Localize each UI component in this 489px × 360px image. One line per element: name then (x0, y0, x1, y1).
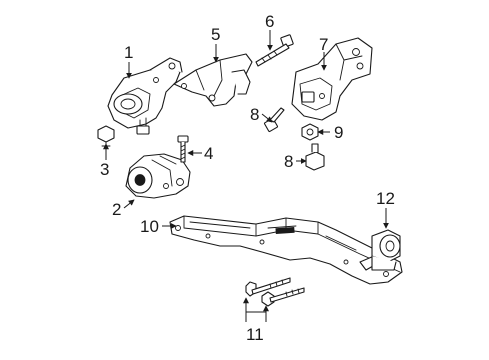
callout-5: 5 (211, 25, 220, 44)
callout-6: 6 (265, 12, 274, 31)
part-8-stud-lower (305, 143, 325, 171)
leader-2 (123, 199, 135, 209)
callout-4: 4 (204, 144, 213, 163)
part-9-nut (301, 123, 319, 141)
callout-1: 1 (124, 43, 133, 62)
leader-8-upper (261, 113, 273, 123)
part-2-transmission-mount (125, 153, 191, 199)
callout-8-lower: 8 (284, 152, 293, 171)
callout-10: 10 (140, 217, 159, 236)
part-7-engine-mount (291, 37, 373, 121)
leader-lines (103, 30, 389, 322)
callout-8-upper: 8 (250, 105, 259, 124)
callout-11: 11 (246, 325, 264, 344)
callout-3: 3 (100, 160, 109, 179)
callout-7: 7 (319, 35, 328, 54)
part-4-bolt (177, 135, 189, 163)
leader-11-bracket (245, 311, 267, 322)
callout-12: 12 (376, 189, 395, 208)
callout-2: 2 (112, 200, 121, 219)
part-5-bracket (173, 53, 253, 107)
callout-9: 9 (334, 123, 343, 142)
callout-labels: 1 2 3 4 5 6 7 8 9 8 10 11 12 (100, 12, 395, 344)
part-12-isolator (371, 229, 401, 271)
part-1-engine-mount (107, 57, 183, 135)
part-6-long-bolt (255, 34, 294, 67)
part-10-crossmember (169, 215, 403, 285)
part-8-bolt-upper (263, 107, 285, 133)
part-11-bolts (245, 277, 305, 307)
